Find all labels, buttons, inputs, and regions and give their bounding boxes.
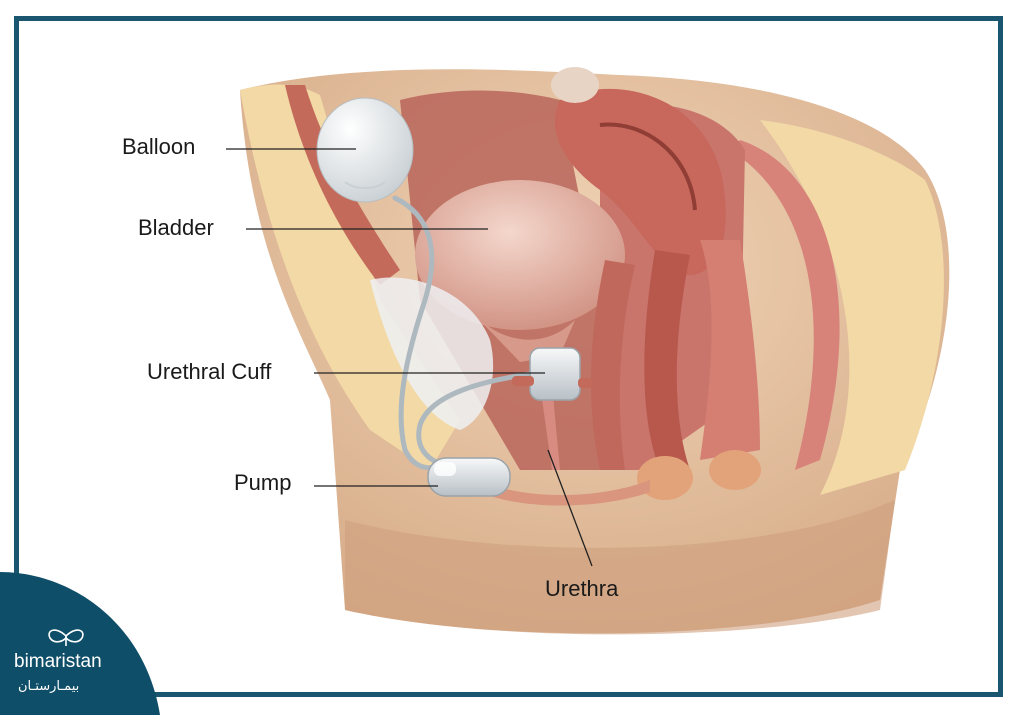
butterfly-icon — [48, 629, 84, 646]
urethral-cuff-label: Urethral Cuff — [147, 359, 272, 384]
balloon-device — [316, 97, 414, 203]
brand-arabic-name: بيمـارستـان — [18, 679, 80, 694]
brand-name: bimaristan — [14, 651, 102, 672]
leader-lines — [226, 148, 593, 567]
urethra-leader — [547, 449, 593, 567]
pump-device — [427, 457, 511, 497]
implant-tubing — [392, 195, 548, 471]
bladder-label: Bladder — [138, 215, 214, 240]
uterus-organ — [551, 67, 726, 276]
balloon-label: Balloon — [122, 134, 196, 159]
bladder-organ — [415, 180, 625, 330]
pelvic-canals — [590, 240, 761, 500]
urethra-tube — [540, 385, 560, 470]
pump-label: Pump — [234, 470, 292, 495]
brand-badge — [0, 572, 160, 715]
urethral-cuff-device — [512, 347, 592, 401]
urethra-label: Urethra — [545, 576, 619, 601]
